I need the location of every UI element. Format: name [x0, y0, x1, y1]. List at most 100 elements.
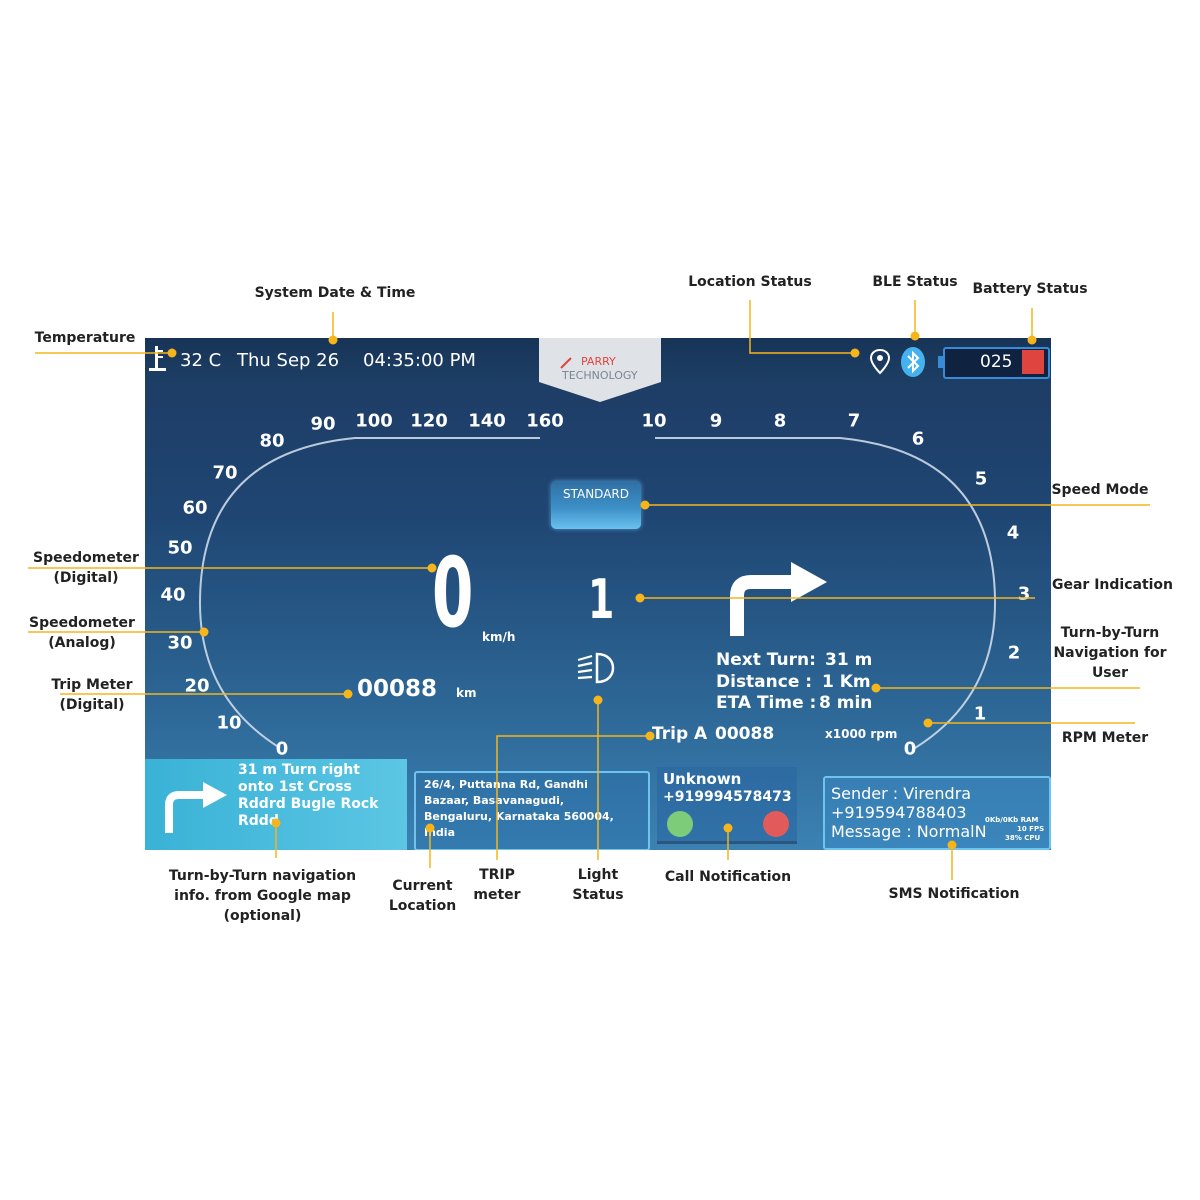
- callout-trip-meter: TRIP meter: [462, 865, 532, 905]
- callout-speedometer-analog: Speedometer (Analog): [18, 613, 146, 653]
- time-value: 04:35:00 PM: [363, 350, 476, 371]
- callout-light-status: Light Status: [560, 865, 636, 905]
- callout-line-2: Status: [572, 887, 624, 903]
- callout-speed-mode: Speed Mode: [1051, 482, 1149, 498]
- speed-tick: 60: [182, 497, 208, 519]
- turn-right-arrow-small-icon: [165, 782, 227, 833]
- rpm-tick: 8: [773, 410, 787, 432]
- location-pin-icon: [869, 348, 891, 375]
- rpm-tick: 10: [641, 410, 667, 432]
- eta-label: ETA Time :: [716, 693, 817, 713]
- callout-current-location: Current Location: [375, 876, 470, 916]
- rpm-tick: 4: [1006, 522, 1020, 544]
- rpm-tick: 0: [903, 738, 917, 760]
- speed-tick: 10: [216, 712, 242, 734]
- sms-notification-card[interactable]: Sender : Virendra +919594788403 Message …: [823, 776, 1051, 850]
- caller-number: +919994578473: [663, 789, 792, 805]
- callout-line-1: TRIP: [479, 867, 515, 883]
- callout-location-status: Location Status: [688, 274, 812, 290]
- callout-line-3: (optional): [223, 908, 302, 924]
- bluetooth-icon: [901, 347, 925, 377]
- speed-tick: 70: [212, 462, 238, 484]
- tbt-google-card[interactable]: 31 m Turn right onto 1st Cross Rddrd Bug…: [145, 759, 407, 850]
- rpm-tick: 9: [709, 410, 723, 432]
- callout-speedometer-digital: Speedometer (Digital): [22, 548, 150, 588]
- location-line-3: Bengaluru, Karnataka 560004,: [424, 810, 614, 823]
- location-line-1: 26/4, Puttanna Rd, Gandhi: [424, 778, 588, 791]
- sms-sender: Sender : Virendra: [831, 784, 972, 803]
- eta-value: 8 min: [819, 693, 873, 713]
- call-notification-card[interactable]: Unknown +919994578473: [657, 767, 797, 844]
- stat-ram: 0Kb/0Kb RAM: [985, 816, 1039, 824]
- callout-trip-meter-digital: Trip Meter (Digital): [32, 675, 152, 715]
- callout-line-1: Trip Meter: [51, 677, 133, 693]
- callout-rpm-meter: RPM Meter: [1061, 730, 1149, 746]
- callout-line-2: (Digital): [53, 570, 119, 586]
- callout-sms-notification: SMS Notification: [888, 886, 1020, 902]
- rpm-tick: 5: [974, 468, 988, 490]
- digital-speed-value: 0: [432, 537, 474, 649]
- thermometer-icon: [149, 346, 166, 371]
- callout-line-2: info. from Google map: [174, 888, 351, 904]
- caller-name: Unknown: [663, 770, 742, 788]
- speed-tick: 80: [259, 430, 285, 452]
- tbt-line-1: 31 m Turn right: [238, 762, 360, 778]
- callout-line-2: (Digital): [59, 697, 125, 713]
- speed-mode-button[interactable]: STANDARD: [551, 481, 641, 529]
- reject-call-button[interactable]: [763, 811, 789, 837]
- speed-tick: 20: [184, 675, 210, 697]
- turn-right-arrow-icon: [730, 562, 827, 636]
- speed-tick: 50: [167, 537, 193, 559]
- tbt-line-3: Rddrd Bugle Rock: [238, 796, 379, 812]
- distance-label: Distance :: [716, 672, 813, 692]
- trip-value: 00088: [715, 724, 775, 744]
- speed-tick: 40: [160, 584, 186, 606]
- rpm-tick: 2: [1007, 642, 1021, 664]
- callout-line-1: Turn-by-Turn: [1060, 625, 1160, 641]
- accept-call-button[interactable]: [667, 811, 693, 837]
- location-line-4: India: [424, 826, 455, 839]
- callout-temperature: Temperature: [34, 330, 136, 346]
- battery-value: 025: [980, 352, 1013, 372]
- callout-system-datetime: System Date & Time: [254, 285, 416, 301]
- callout-call-notification: Call Notification: [664, 869, 792, 885]
- callout-battery-status: Battery Status: [972, 281, 1088, 297]
- speed-tick: 30: [167, 632, 193, 654]
- distance-value: 1 Km: [822, 672, 871, 692]
- gauge-arcs: [198, 437, 997, 749]
- speed-mode-label: STANDARD: [562, 487, 630, 501]
- location-line-2: Bazaar, Basavanagudi,: [424, 794, 565, 807]
- logo-line-2: TECHNOLOGY: [562, 369, 638, 382]
- stat-fps: 10 FPS: [1017, 825, 1045, 833]
- parry-logo-badge: [539, 338, 661, 402]
- dashboard-screen: 32 C Thu Sep 26 04:35:00 PM PARRY TECHNO…: [145, 338, 1051, 850]
- callout-line-2: (Analog): [48, 635, 116, 651]
- callout-ble-status: BLE Status: [872, 274, 958, 290]
- callout-line-1: Speedometer: [33, 550, 139, 566]
- callout-line-1: Turn-by-Turn navigation: [168, 868, 357, 884]
- stat-cpu: 38% CPU: [1005, 834, 1041, 842]
- current-location-card[interactable]: 26/4, Puttanna Rd, Gandhi Bazaar, Basava…: [414, 771, 650, 850]
- tbt-line-2: onto 1st Cross: [238, 779, 352, 795]
- trip-label: Trip A: [652, 724, 708, 744]
- next-turn-value: 31 m: [825, 650, 873, 670]
- rpm-tick: 3: [1017, 583, 1031, 605]
- rpm-tick: 6: [911, 428, 925, 450]
- callout-line-2: Location: [388, 898, 457, 914]
- speed-tick: 90: [310, 413, 336, 435]
- callout-line-1: Current: [392, 878, 453, 894]
- speed-tick: 160: [526, 410, 564, 432]
- date-value: Thu Sep 26: [237, 350, 340, 371]
- callout-line-2: Navigation for: [1053, 645, 1167, 661]
- speed-tick: 0: [275, 738, 289, 760]
- gear-value: 1: [588, 568, 615, 631]
- rpm-tick: 1: [973, 703, 987, 725]
- sms-number: +919594788403: [831, 803, 967, 822]
- speed-tick: 100: [355, 410, 393, 432]
- rpm-tick: 7: [847, 410, 861, 432]
- logo-line-1: PARRY: [581, 355, 616, 368]
- temperature-value: 32 C: [180, 350, 222, 371]
- callout-line-1: Speedometer: [29, 615, 135, 631]
- callout-turn-by-turn-google: Turn-by-Turn navigation info. from Googl…: [160, 866, 365, 926]
- battery-indicator: 025: [938, 347, 1050, 379]
